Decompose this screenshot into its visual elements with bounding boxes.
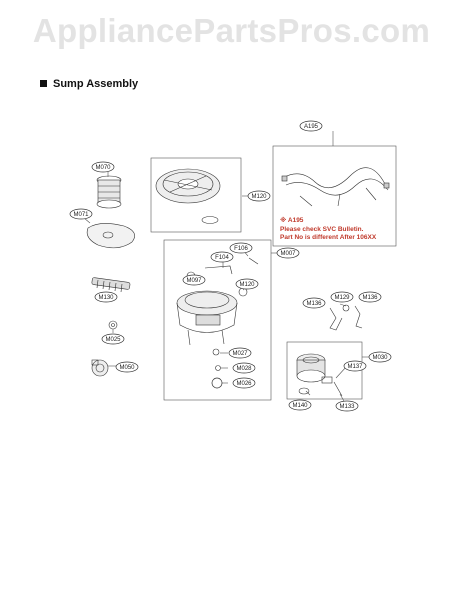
label-m140: M140 [292,403,308,409]
service-note: ※ A195 Please check SVC Bulletin. Part N… [280,217,376,243]
wire-harness-part [281,167,390,207]
label-f104: F104 [215,255,229,261]
callout-bubble [343,360,367,372]
label-m136-a: M136 [306,301,322,307]
label-a195: A195 [304,124,319,130]
callout-bubble [115,361,139,373]
label-m027: M027 [232,351,248,357]
note-line-2: Please check SVC Bulletin. [280,225,364,233]
label-m028: M028 [236,366,252,372]
callout-bubble [330,291,354,303]
callout-bubble [276,247,300,259]
label-m137: M137 [347,364,363,370]
callout-bubble [211,377,223,389]
callout-bubble [247,190,271,202]
callout-bubble [368,351,392,363]
label-f106: F106 [234,246,248,252]
motor-group-box [286,341,363,400]
motor-part [296,353,343,397]
label-m136-b: M136 [362,295,378,301]
filter-group-box [150,157,242,233]
callout-bubble [299,120,323,132]
hose-part [91,277,131,293]
clip-part [108,320,118,330]
callout-bubble [182,274,206,286]
callout-bubble [229,242,253,254]
section-heading: Sump Assembly [40,78,138,90]
callout-bubble [232,362,256,374]
callout-bubble [288,399,312,411]
site-watermark: AppliancePartsPros.com [32,12,431,49]
callout-bubble [101,333,125,345]
label-m030: M030 [372,355,388,361]
callout-bubble [358,291,382,303]
callout-bubble [235,278,259,290]
wire-harness-group-box [272,145,397,247]
label-m097: M097 [186,278,202,284]
label-m120-top: M120 [251,194,267,200]
callout-bubble [302,297,326,309]
label-m071: M071 [73,212,89,218]
coupler-part [96,175,122,209]
gasket-part [86,223,135,249]
callout-bubble [91,161,115,173]
callout-bubble [228,347,252,359]
label-m070: M070 [95,165,111,171]
label-m025: M025 [105,337,121,343]
callout-bubble [69,208,93,220]
bracket-part [329,304,363,331]
callout-bubble [335,400,359,412]
note-line-1: ※ A195 [280,217,304,224]
label-m129: M129 [334,295,350,301]
bullet-square-icon [40,80,47,87]
sump-part [176,290,238,346]
callout-bubble [94,291,118,303]
label-m050: M050 [119,365,135,371]
label-m130-left: M130 [98,295,114,301]
sump-group-box [163,239,272,401]
label-m007: M007 [280,251,296,257]
note-line-3: Part No is different After 106XX [280,234,377,242]
callout-bubble [232,377,256,389]
label-m026: M026 [236,381,252,387]
pump-part [91,359,109,377]
section-title: Sump Assembly [53,78,139,90]
label-m133: M133 [339,404,355,410]
callout-bubble [210,251,234,263]
filter-part [155,168,221,224]
label-m120-mid: M120 [239,282,255,288]
